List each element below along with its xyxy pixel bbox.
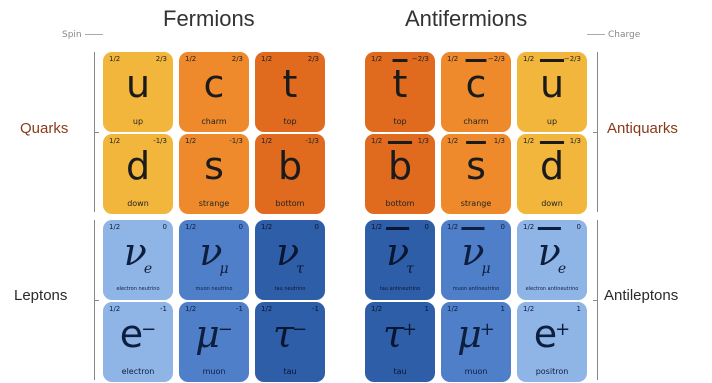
quarks-label: Quarks [20,120,69,137]
spin-annotation: Spin [62,30,106,40]
antiquarks-label: Antiquarks [607,120,678,137]
particle-muon: 1/2-1 μ− muon [179,302,249,382]
charge-annotation: Charge [584,30,640,40]
antileptons-bracket [593,220,604,380]
particle-bottom: 1/2-1/3 b bottom [255,134,325,214]
particle-anti-top: 1/2−2/3 t top [365,52,435,132]
particle-down: 1/2-1/3 d down [103,134,173,214]
leptons-label: Leptons [14,287,68,304]
leptons-bracket [88,220,99,380]
particle-anti-charm: 1/2−2/3 c charm [441,52,511,132]
particle-tau: 1/2-1 τ− tau [255,302,325,382]
particle-anti-up: 1/2−2/3 u up [517,52,587,132]
particle-strange: 1/2-1/3 s strange [179,134,249,214]
quarks-bracket [88,52,99,212]
fermions-heading: Fermions [163,6,255,31]
antileptons-label: Antileptons [604,287,679,304]
particle-electron: 1/2-1 e− electron [103,302,173,382]
antifermions-heading: Antifermions [405,6,528,31]
antiquarks-bracket [593,52,604,212]
